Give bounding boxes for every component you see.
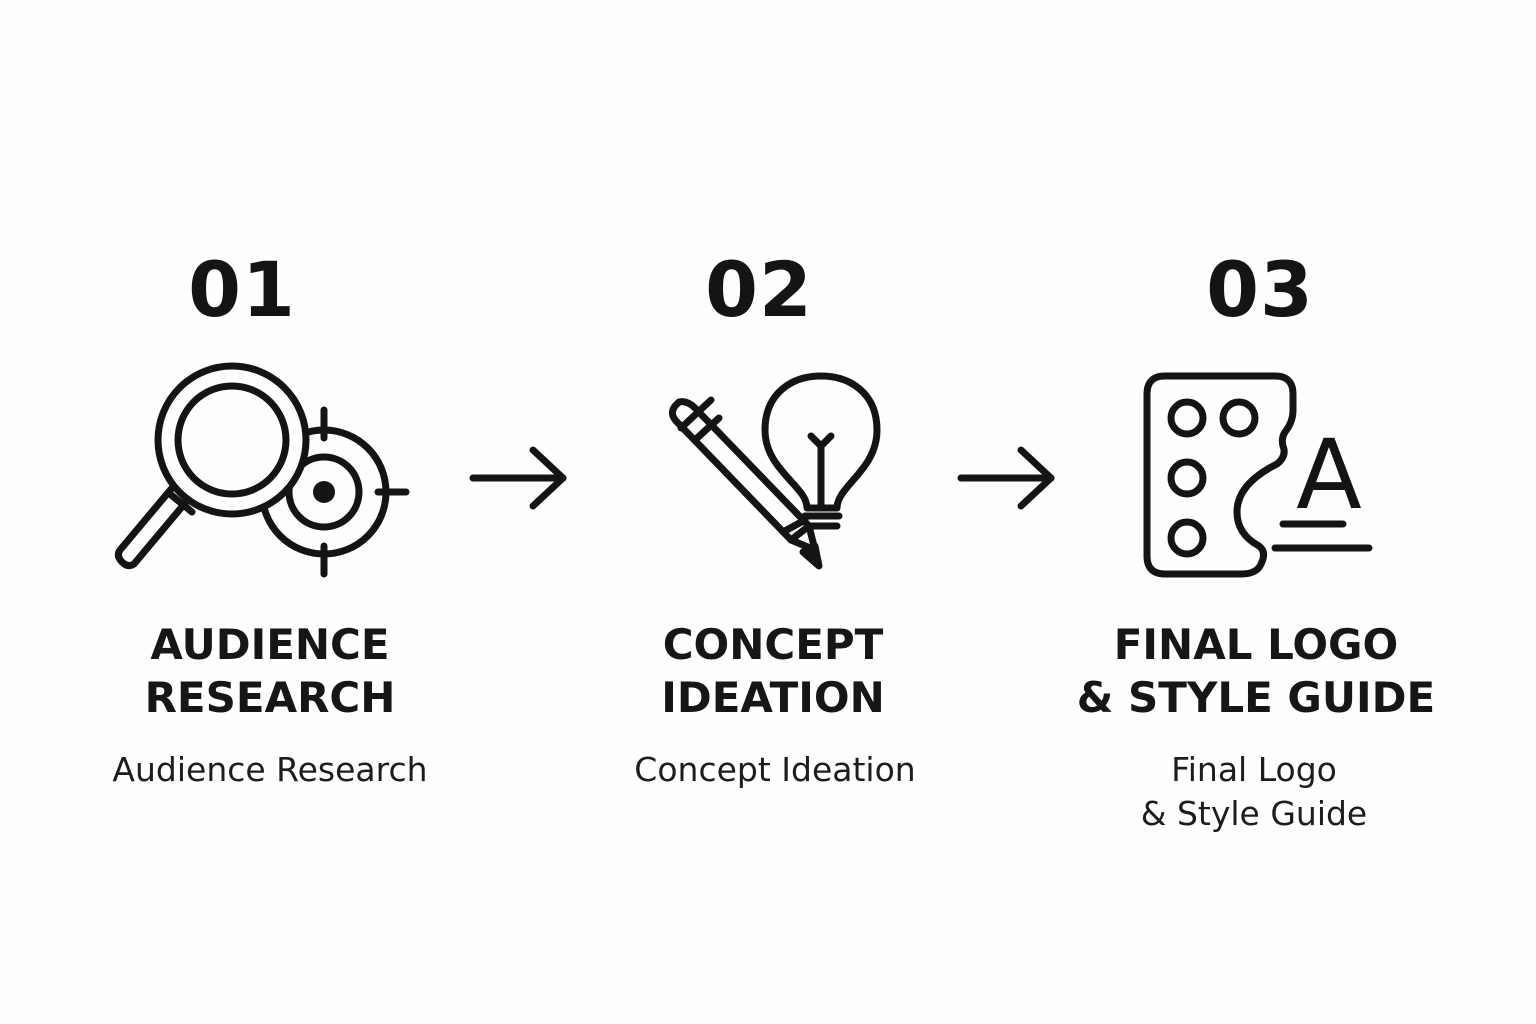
arrow-right-icon <box>957 446 1055 510</box>
arrow-right-icon <box>469 446 567 510</box>
step-number: 02 <box>705 245 813 334</box>
step-number: 01 <box>188 245 296 334</box>
magnifier-target-icon <box>114 362 410 578</box>
step-caption-line: Concept Ideation <box>634 750 916 789</box>
step-title-line: AUDIENCE <box>150 620 390 669</box>
step-caption: Concept Ideation <box>545 748 1005 792</box>
step-caption: Final Logo & Style Guide <box>1024 748 1484 836</box>
step-title-line: & STYLE GUIDE <box>1076 673 1436 722</box>
step-final-logo-style-guide: 03 A FINAL LOGO & STYLE GUIDE Final Logo… <box>1033 0 1493 1024</box>
step-title: CONCEPT IDEATION <box>543 618 1003 724</box>
step-audience-research: 01 AUDIENCE RESEARCH Audience Research <box>40 0 500 1024</box>
step-title: AUDIENCE RESEARCH <box>40 618 500 724</box>
step-title: FINAL LOGO & STYLE GUIDE <box>1026 618 1486 724</box>
pencil-lightbulb-icon <box>668 372 881 570</box>
step-caption-line: Audience Research <box>112 750 428 789</box>
step-caption-line: & Style Guide <box>1140 794 1368 833</box>
step-concept-ideation: 02 CONCEPT IDEATION Concept Ideation <box>545 0 1005 1024</box>
step-title-line: FINAL LOGO <box>1113 620 1399 669</box>
palette-typography-icon: A <box>1143 372 1373 578</box>
step-caption: Audience Research <box>40 748 500 792</box>
typography-letter: A <box>1296 419 1362 531</box>
step-title-line: IDEATION <box>661 673 885 722</box>
step-title-line: CONCEPT <box>662 620 884 669</box>
step-number: 03 <box>1206 245 1314 334</box>
step-title-line: RESEARCH <box>144 673 396 722</box>
step-caption-line: Final Logo <box>1171 750 1337 789</box>
